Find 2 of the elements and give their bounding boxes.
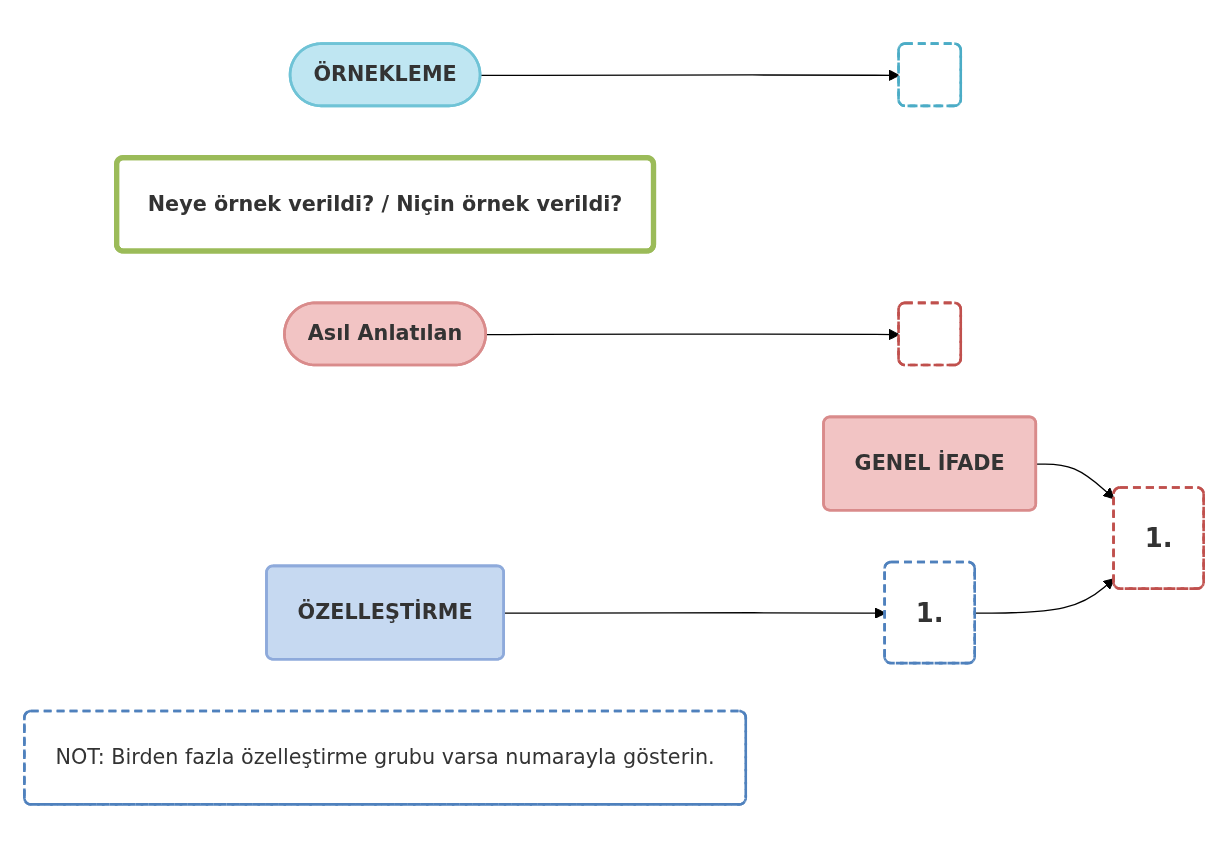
arrow <box>974 578 1115 614</box>
arrow <box>1035 463 1115 500</box>
